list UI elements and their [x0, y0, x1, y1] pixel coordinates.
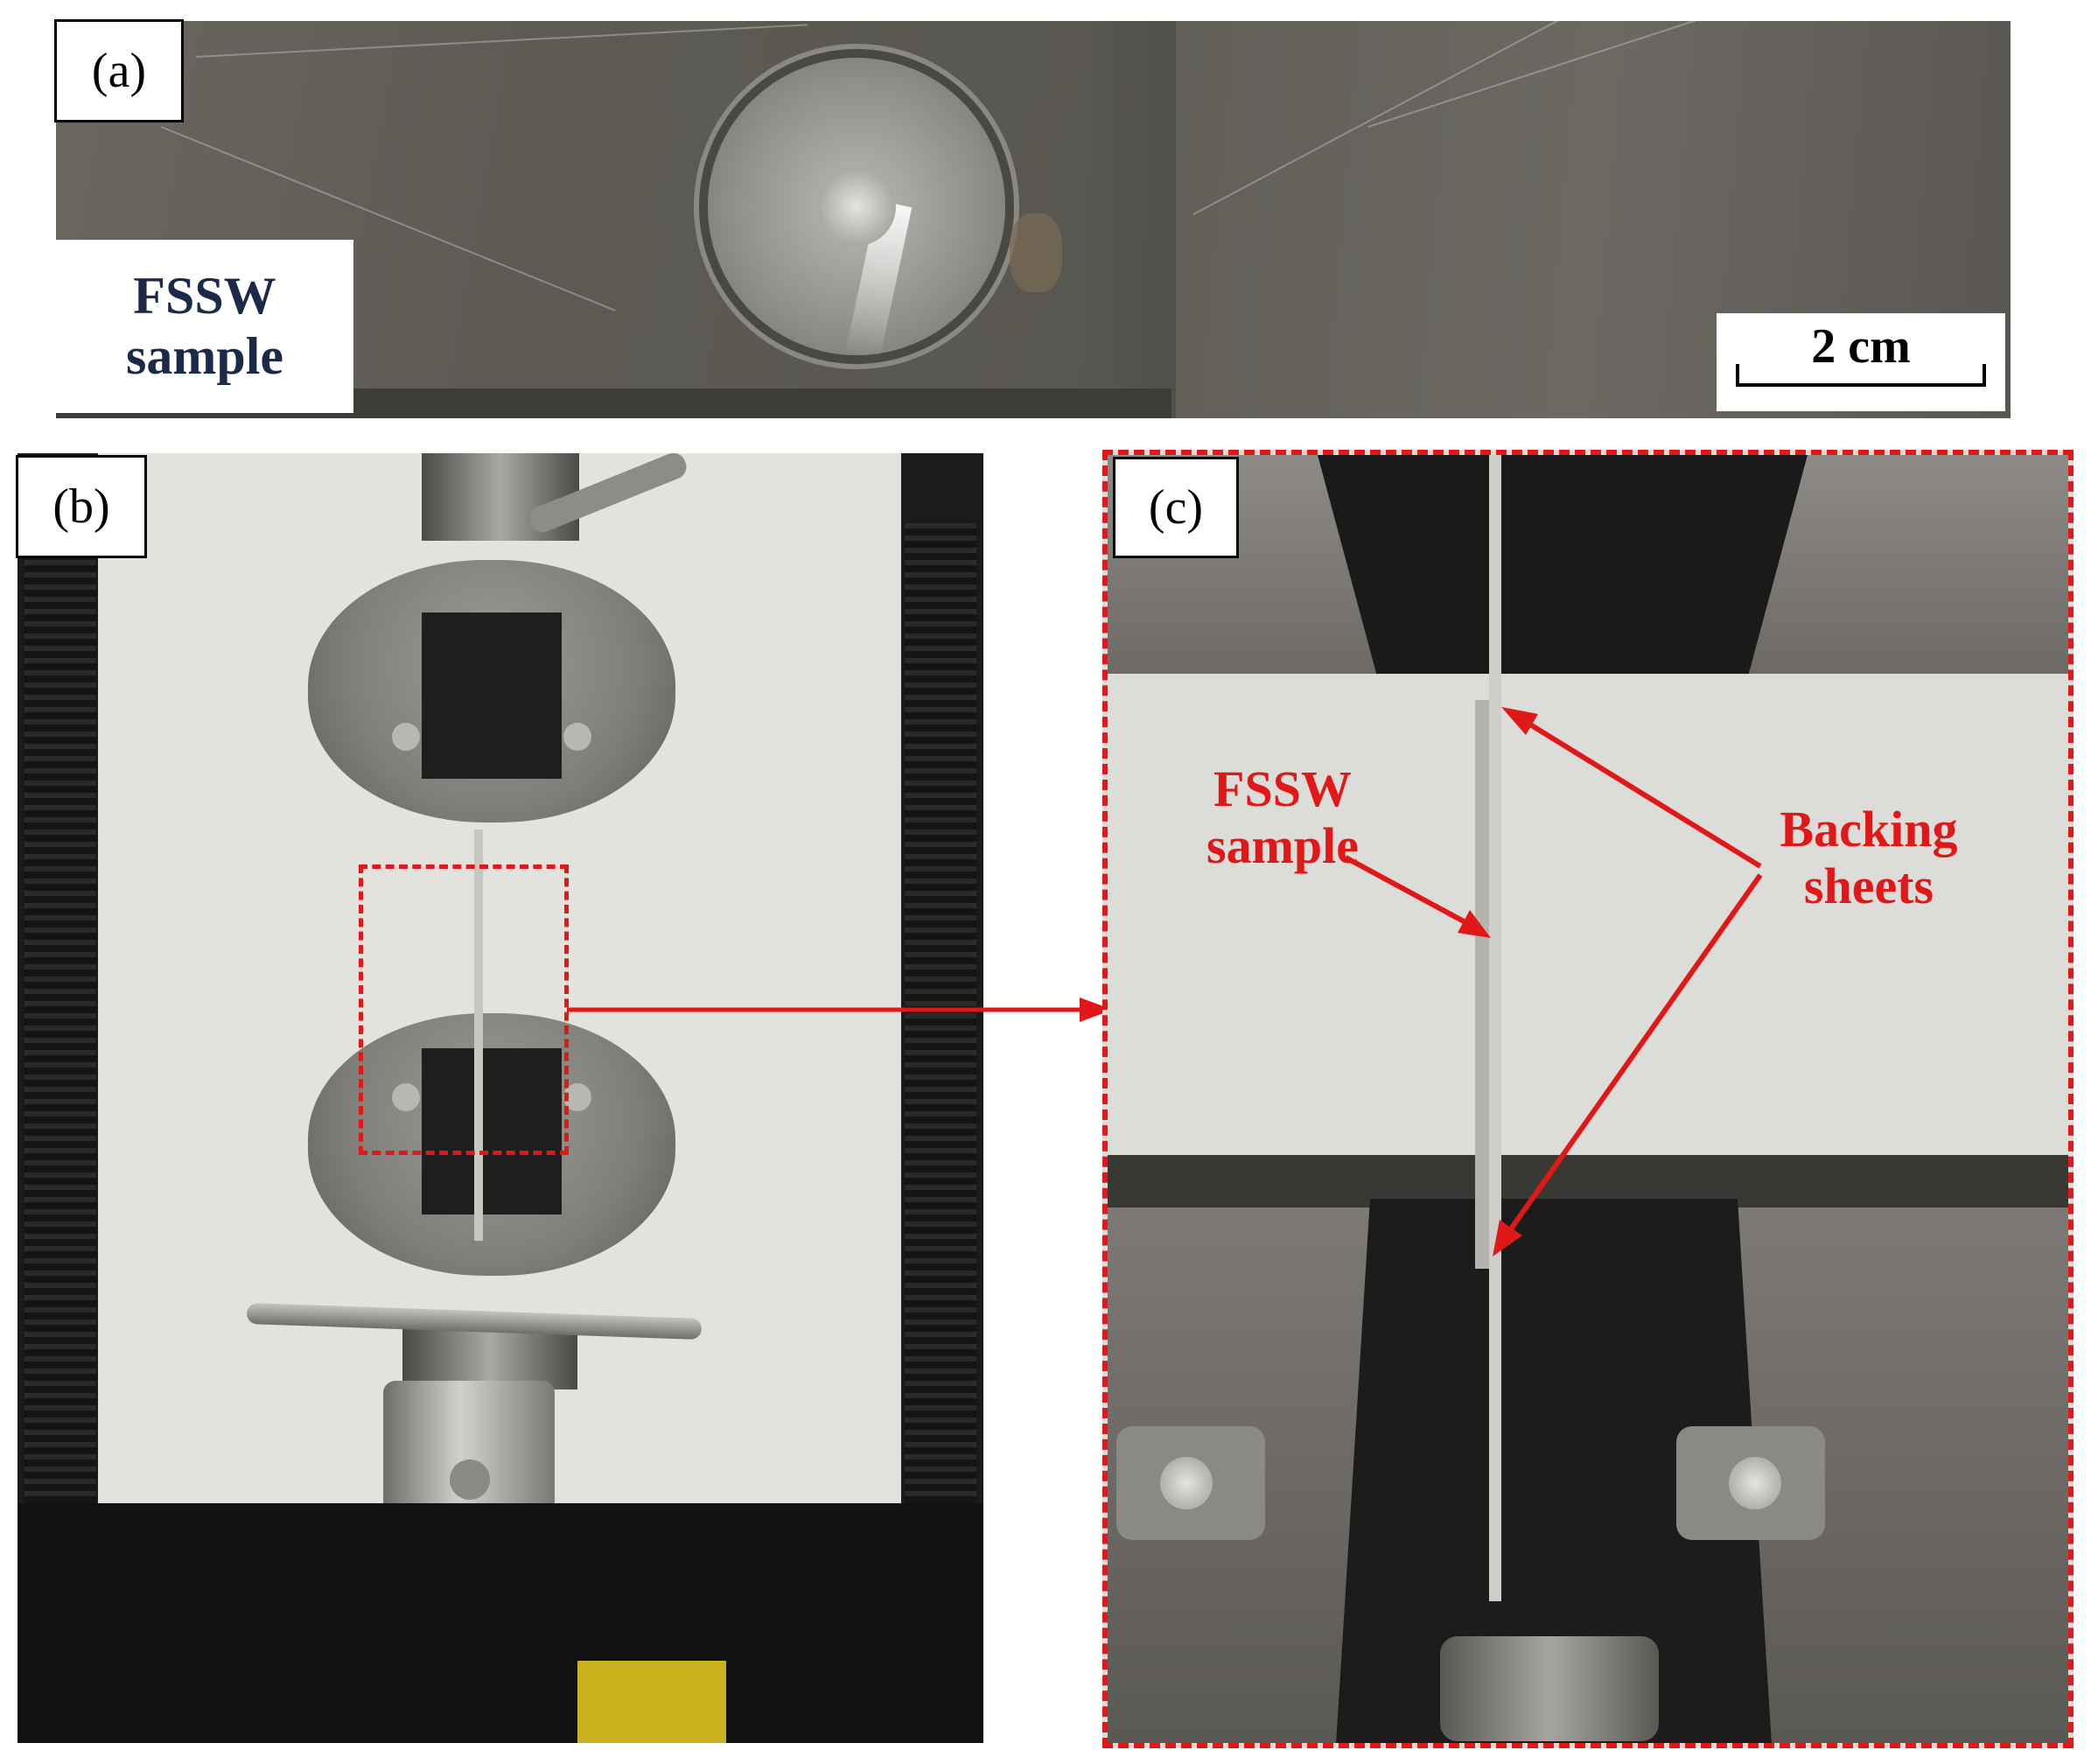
- arrow-backing-lower-head: [1493, 1220, 1522, 1256]
- bolt-plate-right: [1676, 1426, 1825, 1540]
- arrow-backing-lower-line: [1499, 873, 1763, 1244]
- arrow-backing-upper-line: [1517, 715, 1762, 869]
- fssw-sample-label-a-line1: FSSW: [133, 267, 276, 325]
- panel-b-tag: (b): [16, 455, 147, 558]
- bolt: [1729, 1457, 1781, 1509]
- backing-sheet-strip: [1489, 455, 1501, 1601]
- arrow-fssw-line: [1344, 855, 1477, 930]
- lower-ring: [1440, 1636, 1659, 1741]
- zoom-region-box: [359, 864, 569, 1155]
- backing-sheets-label-line2: sheets: [1803, 857, 1934, 914]
- backing-sheets-label-line1: Backing: [1780, 801, 1958, 858]
- plate-step-edge: [1088, 21, 1176, 418]
- upper-grip-jaw: [422, 612, 562, 779]
- bolt: [1160, 1457, 1213, 1509]
- bolt-plate-left: [1116, 1426, 1265, 1540]
- yellow-cloth: [577, 1661, 726, 1743]
- arrow-fssw-head: [1458, 910, 1491, 938]
- scale-bar: 2 cm: [1717, 313, 2005, 411]
- annotation-arrows: [1344, 707, 1763, 1256]
- weld-center: [817, 167, 896, 246]
- fssw-sample-strip: [1475, 700, 1489, 1269]
- fssw-sample-label-c-line1: FSSW: [1213, 760, 1352, 817]
- fssw-sample-label-a-line2: sample: [126, 327, 283, 385]
- upper-grip: [308, 560, 675, 822]
- machine-base: [17, 1503, 983, 1743]
- scale-bar-tick-left: [1736, 364, 1739, 387]
- machine-column-left: [24, 523, 96, 1530]
- fssw-sample-label-c-line2: sample: [1206, 816, 1359, 874]
- fssw-sample-label-a: FSSW sample: [56, 240, 353, 413]
- bolt: [392, 723, 420, 751]
- backing-sheets-label: Backing sheets: [1703, 801, 2035, 915]
- cylinder-pin: [450, 1460, 490, 1500]
- scale-bar-line: [1736, 383, 1986, 387]
- bolt: [392, 1083, 420, 1111]
- spot-weld-keyhole: [708, 58, 1005, 362]
- bolt: [563, 723, 591, 751]
- surface-stain: [1010, 214, 1062, 292]
- test-specimen: [474, 830, 483, 1241]
- lower-grip-jaw: [422, 1048, 562, 1214]
- connector-arrowhead: [1080, 998, 1113, 1022]
- panel-a-tag: (a): [54, 19, 184, 122]
- scale-bar-tick-right: [1983, 364, 1986, 387]
- scale-bar-label: 2 cm: [1811, 319, 1911, 374]
- panel-b-photo: [17, 453, 983, 1743]
- machine-column-right: [905, 523, 976, 1530]
- zoom-connector-arrow: [567, 998, 1113, 1022]
- panel-c-photo: FSSW sample Backing sheets: [1102, 450, 2074, 1748]
- arrow-backing-upper-head: [1501, 707, 1538, 735]
- fssw-sample-label-c: FSSW sample: [1160, 760, 1405, 875]
- panel-c-tag: (c): [1113, 457, 1239, 558]
- lower-grip: [308, 1013, 675, 1276]
- upper-jaw-closeup: [1318, 455, 1808, 674]
